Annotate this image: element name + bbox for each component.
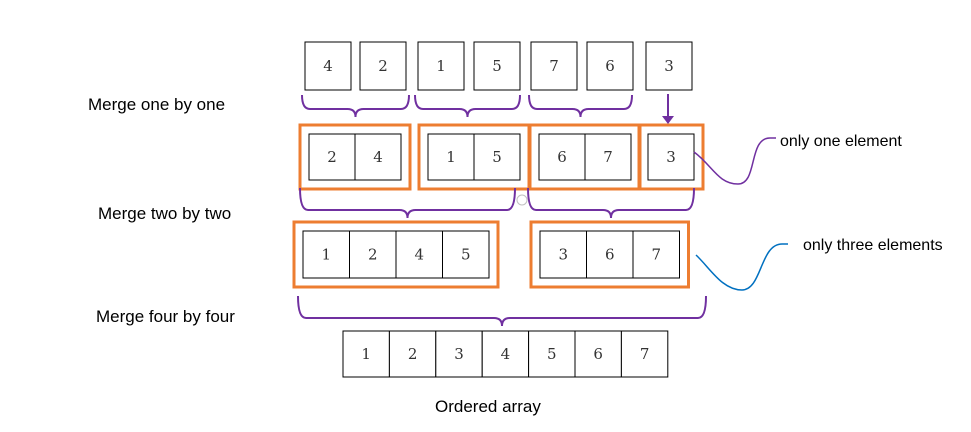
merge-two-by-two-label: Merge two by two <box>98 204 231 223</box>
note-only-three-elements: only three elements <box>803 237 943 254</box>
array-cell-value: 4 <box>414 246 424 264</box>
array-cell <box>395 230 443 279</box>
array-cell <box>586 230 634 279</box>
array-cell <box>473 41 521 91</box>
merge-four-by-four-label: Merge four by four <box>96 307 235 326</box>
array-cell-value: 2 <box>408 345 418 363</box>
array-cell-value: 7 <box>651 246 661 264</box>
merge-brace <box>301 94 410 118</box>
array-cell <box>359 41 407 91</box>
array-cell <box>473 133 521 181</box>
array-cell <box>342 330 390 378</box>
ordered-array-label: Ordered array <box>435 397 541 416</box>
note-three-elements-connector <box>695 243 788 291</box>
array-cell <box>645 41 693 91</box>
array-cell <box>620 330 669 378</box>
array-cell-value: 1 <box>321 246 331 264</box>
group-boxes-layer <box>292 123 705 289</box>
note-one-element-connector <box>693 137 776 185</box>
merge-brace <box>528 94 633 118</box>
array-cell <box>574 330 622 378</box>
merge-braces-layer <box>297 94 707 327</box>
array-cell-value: 2 <box>327 148 337 166</box>
array-cell-value: 7 <box>603 148 613 166</box>
array-cell-value: 6 <box>605 57 615 75</box>
array-cell-value: 5 <box>547 345 557 363</box>
cells-layer: 4 2 1 5 7 6 3 2 4 1 5 6 7 3 1 2 4 5 3 6 7 1 2 3 4 5 6 7 <box>302 41 695 378</box>
array-cell <box>584 133 632 181</box>
array-cell-value: 5 <box>492 57 502 75</box>
merged-group-box <box>298 123 412 191</box>
array-cell-value: 1 <box>446 148 456 166</box>
array-cell-value: 4 <box>373 148 383 166</box>
array-cell-value: 4 <box>323 57 333 75</box>
array-cell-value: 7 <box>640 345 650 363</box>
array-cell <box>530 41 578 91</box>
merged-group-box <box>637 123 705 191</box>
merged-group-box <box>292 220 500 289</box>
array-cell-value: 3 <box>558 246 568 264</box>
array-cell <box>528 330 576 378</box>
array-cell <box>417 41 465 91</box>
note-only-one-element: only one element <box>780 133 902 150</box>
connector-dot <box>516 194 528 206</box>
array-cell <box>481 330 530 378</box>
array-cell <box>349 230 397 279</box>
merge-brace <box>297 295 707 327</box>
array-cell <box>354 133 402 181</box>
merge-brace <box>527 187 695 219</box>
array-cell-value: 6 <box>605 246 615 264</box>
array-cell <box>647 133 695 181</box>
array-cell <box>586 41 634 91</box>
merge-brace <box>414 94 521 118</box>
merge-one-by-one-label: Merge one by one <box>88 95 225 114</box>
array-cell-value: 2 <box>368 246 378 264</box>
array-cell <box>388 330 437 378</box>
arrow-head-icon <box>662 116 674 124</box>
array-cell <box>427 133 475 181</box>
array-cell <box>308 133 356 181</box>
array-cell <box>442 230 490 279</box>
array-cell-value: 5 <box>461 246 471 264</box>
array-cell-value: 3 <box>454 345 464 363</box>
array-cell-value: 5 <box>492 148 502 166</box>
array-cell <box>632 230 680 279</box>
array-cell-value: 2 <box>378 57 388 75</box>
array-cell-value: 1 <box>361 345 371 363</box>
merge-brace <box>299 187 516 219</box>
array-cell <box>538 133 586 181</box>
array-cell-value: 1 <box>436 57 446 75</box>
array-cell-value: 3 <box>664 57 674 75</box>
array-cell-value: 4 <box>501 345 511 363</box>
array-cell-value: 3 <box>666 148 676 166</box>
array-cell-value: 6 <box>557 148 567 166</box>
array-cell-value: 6 <box>593 345 603 363</box>
array-cell <box>304 41 352 91</box>
array-cell-value: 7 <box>549 57 559 75</box>
merged-group-box <box>529 220 690 289</box>
